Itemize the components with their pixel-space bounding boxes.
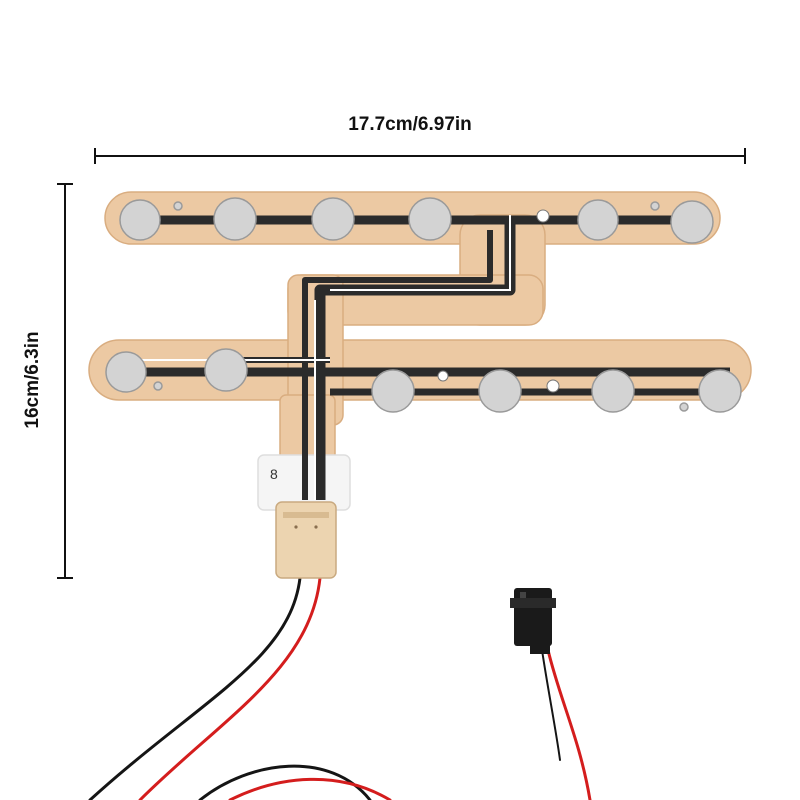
heating-pad-substrate bbox=[88, 191, 752, 511]
width-dimension-line bbox=[94, 148, 746, 164]
width-dimension-label: 17.7cm/6.97in bbox=[348, 114, 472, 135]
sensor-markers bbox=[437, 209, 560, 393]
electrode-pads-top bbox=[119, 197, 714, 244]
electrode-pads-bottom bbox=[105, 348, 742, 413]
cable-connector-block bbox=[275, 501, 337, 579]
pad-number-label: 8 bbox=[270, 466, 278, 482]
height-dimension-line bbox=[57, 183, 73, 579]
plug-connector bbox=[510, 588, 556, 654]
connector-wires bbox=[88, 576, 592, 800]
